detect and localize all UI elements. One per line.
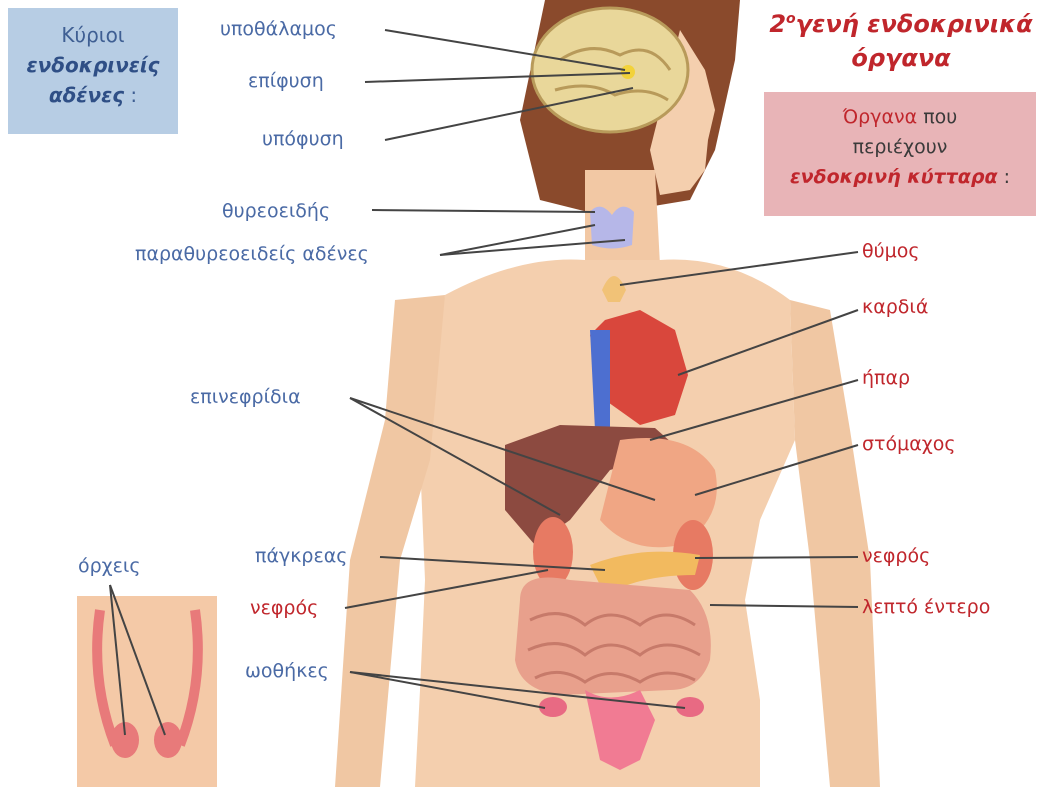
main-glands-line3: αδένες: [49, 83, 124, 107]
pineal-gland: [621, 65, 635, 79]
label-epiphysis: επίφυση: [248, 70, 324, 92]
label-kidney-left: νεφρός: [250, 597, 318, 619]
label-thymus: θύμος: [862, 240, 919, 262]
title-rest: γενή ενδοκρινικά: [796, 10, 1033, 38]
label-heart: καρδιά: [862, 296, 928, 318]
label-parathyroid: παραθυρεοειδείς αδένες: [135, 243, 369, 265]
main-glands-line1: Κύριοι: [8, 20, 178, 50]
that-word: που: [923, 106, 957, 128]
label-ovaries: ωοθήκες: [245, 660, 329, 682]
label-adrenals: επινεφρίδια: [190, 386, 301, 408]
secondary-organs-title: 2ογενή ενδοκρινικά όργανα: [760, 2, 1042, 75]
title-sup: ο: [786, 11, 796, 27]
contain-word: περιέχουν: [764, 132, 1036, 162]
label-small-intestine: λεπτό έντερο: [862, 596, 990, 618]
label-kidney-right: νεφρός: [862, 545, 930, 567]
label-hypothalamus: υποθάλαμος: [220, 18, 337, 40]
label-hypophysis: υπόφυση: [262, 128, 344, 150]
organs-with-cells-box: Όργανα που περιέχουν ενδοκρινή κύτταρα :: [764, 92, 1036, 216]
endocrine-cells-text: ενδοκρινή κύτταρα: [790, 166, 998, 188]
main-glands-line2: ενδοκρινείς: [27, 53, 160, 77]
title-number: 2: [769, 10, 786, 38]
label-liver: ήπαρ: [862, 367, 910, 389]
small-intestine: [515, 578, 711, 696]
label-thyroid: θυρεοειδής: [222, 200, 330, 222]
left-kidney: [533, 517, 573, 587]
brain-shape: [532, 8, 688, 132]
right-testis: [154, 722, 182, 758]
main-glands-box: Κύριοι ενδοκρινείς αδένες :: [8, 8, 178, 134]
label-testes: όρχεις: [78, 555, 141, 577]
title-line2: όργανα: [760, 41, 1042, 75]
organs-word: Όργανα: [843, 106, 917, 128]
label-pancreas: πάγκρεας: [255, 545, 347, 567]
label-stomach: στόμαχος: [862, 433, 955, 455]
cells-colon: :: [1004, 166, 1010, 188]
main-glands-colon: :: [130, 83, 137, 107]
